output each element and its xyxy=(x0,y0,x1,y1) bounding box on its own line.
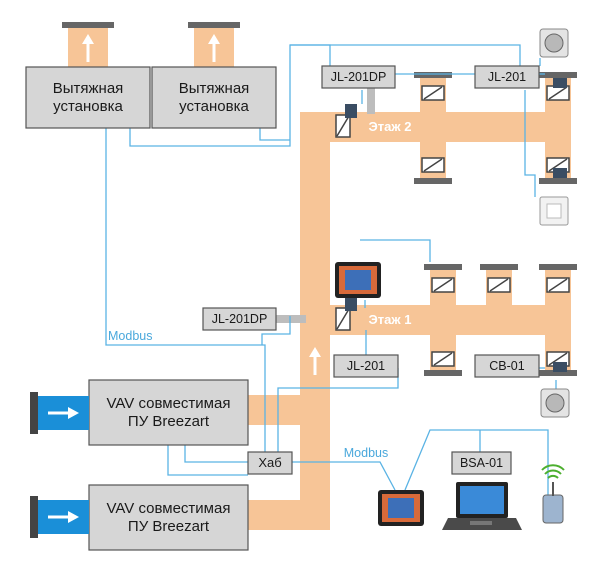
arrow-up-icon xyxy=(82,34,94,62)
supply-unit-line2: ПУ Breezart xyxy=(127,517,210,535)
floor1-label: Этаж 1 xyxy=(368,311,412,327)
supply-unit-box xyxy=(88,484,249,551)
hub-label: Хаб xyxy=(258,454,282,470)
modbus-label: Modbus xyxy=(343,445,389,460)
damper-icon xyxy=(335,307,351,331)
bsa01-box xyxy=(451,451,512,475)
supply-unit-line1: VAV совместимая xyxy=(106,395,231,413)
damper-icon xyxy=(421,157,445,173)
supply-unit-line2: ПУ Breezart xyxy=(127,412,210,430)
damper-icon xyxy=(546,277,570,293)
cb01-box xyxy=(474,354,540,378)
jl201dp-floor1-box xyxy=(202,307,277,331)
damper-icon xyxy=(335,114,351,138)
exhaust-unit-line1: Вытяжная xyxy=(52,80,124,98)
sensor-panels xyxy=(539,28,570,418)
touch-panel-icon xyxy=(378,490,424,526)
laptop-icon xyxy=(442,482,522,530)
floor2-label: Этаж 2 xyxy=(368,118,412,134)
damper-icon xyxy=(487,277,511,293)
equipment-boxes xyxy=(25,65,540,551)
damper-icon xyxy=(546,85,570,101)
airflow-arrows xyxy=(82,34,321,375)
jl201dp-floor2-label: JL-201DP xyxy=(330,69,387,84)
pressure-tubes xyxy=(276,88,375,323)
exhaust-unit-box xyxy=(151,66,277,129)
jl201dp-floor1-label: JL-201DP xyxy=(211,311,268,326)
touch-panels xyxy=(335,262,424,526)
damper-icon xyxy=(431,351,455,367)
supply-inlets xyxy=(30,392,89,538)
bsa01-label: BSA-01 xyxy=(459,455,504,470)
exhaust-unit-box xyxy=(25,66,151,129)
exhaust-unit-label: Вытяжная установка xyxy=(26,67,150,128)
hub-box xyxy=(247,451,293,475)
actuators xyxy=(345,78,567,372)
cb01-label: CB-01 xyxy=(489,358,525,373)
jl201dp-floor2-box xyxy=(321,65,396,89)
modbus-label: Modbus xyxy=(108,328,153,343)
supply-unit-label: VAV совместимая ПУ Breezart xyxy=(89,380,248,445)
supply-unit-label: VAV совместимая ПУ Breezart xyxy=(89,485,248,550)
wall-panel-icon xyxy=(539,196,569,226)
exhaust-unit-label: Вытяжная установка xyxy=(152,67,276,128)
touch-panel-icon xyxy=(335,262,381,298)
dial-sensor-icon xyxy=(539,28,569,58)
dial-sensor-icon xyxy=(540,388,570,418)
jl201-floor2-box xyxy=(474,65,540,89)
arrow-up-icon xyxy=(309,347,321,375)
arrow-up-icon xyxy=(208,34,220,62)
exhaust-unit-line2: установка xyxy=(53,97,123,115)
wiring xyxy=(105,44,557,510)
jl201-floor2-label: JL-201 xyxy=(487,69,527,84)
jl201-floor1-label: JL-201 xyxy=(346,358,386,373)
dampers xyxy=(335,85,570,367)
duct-caps xyxy=(62,22,577,376)
exhaust-unit-line1: Вытяжная xyxy=(178,80,250,98)
damper-icon xyxy=(431,277,455,293)
wifi-router-icon xyxy=(541,464,565,524)
jl201-floor1-box xyxy=(333,354,399,378)
damper-icon xyxy=(421,85,445,101)
supply-unit-box xyxy=(88,379,249,446)
exhaust-unit-line2: установка xyxy=(179,97,249,115)
supply-unit-line1: VAV совместимая xyxy=(106,500,231,518)
